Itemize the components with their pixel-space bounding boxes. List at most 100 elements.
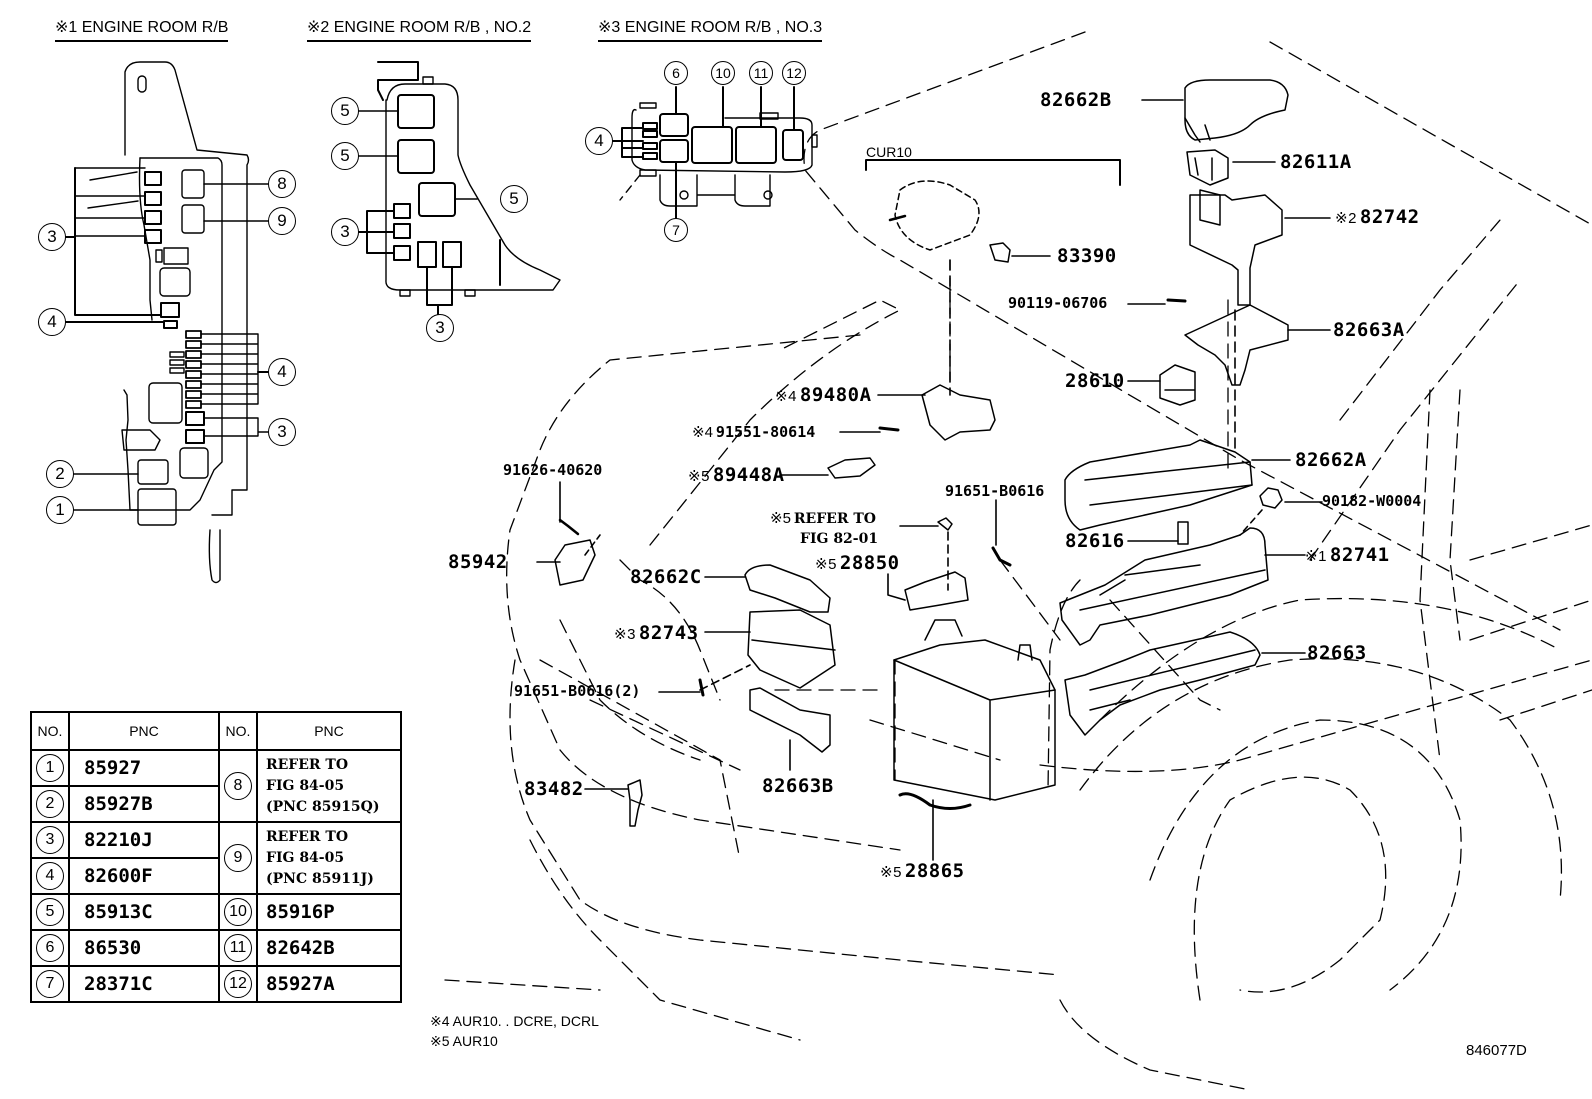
- part-label-28610[interactable]: 28610: [1065, 372, 1125, 391]
- item-number-circle: 4: [36, 862, 64, 890]
- callout-3[interactable]: 3: [38, 223, 66, 251]
- part-number: 83390: [1057, 245, 1117, 267]
- callout-4[interactable]: 4: [38, 308, 66, 336]
- column-header-pnc: PNC: [68, 711, 220, 751]
- part-label-91651-B0616-2[interactable]: 91651-B0616(2): [514, 684, 640, 699]
- part-number: 90119-06706: [1008, 294, 1108, 312]
- figure-id: 846077D: [1466, 1042, 1527, 1059]
- part-number: 82611A: [1280, 151, 1352, 173]
- part-number: 82662C: [630, 566, 702, 588]
- callout-5[interactable]: 5: [331, 97, 359, 125]
- pnc-cell-reference[interactable]: REFER TO FIG 84-05 (PNC 85915Q): [256, 749, 402, 823]
- reference-line: FIG 84-05: [266, 849, 345, 866]
- callout-12[interactable]: 12: [782, 61, 806, 85]
- table-row: 3 82210J 9 REFER TO FIG 84-05 (PNC 85911…: [30, 821, 402, 895]
- variant-note: ※4: [775, 388, 797, 405]
- part-label-82663B[interactable]: 82663B: [762, 777, 834, 796]
- callout-3[interactable]: 3: [268, 418, 296, 446]
- pnc-cell[interactable]: 86530: [68, 929, 220, 967]
- callout-4[interactable]: 4: [585, 127, 613, 155]
- table-row: 7 28371C 12 85927A: [30, 965, 402, 1003]
- item-number-circle: 12: [224, 970, 252, 998]
- part-label-91651-B0616[interactable]: 91651-B0616: [945, 484, 1044, 499]
- part-label-83390[interactable]: 83390: [1057, 247, 1117, 266]
- part-label-90182-W0004[interactable]: 90182-W0004: [1322, 494, 1421, 509]
- pnc-cell[interactable]: 28371C: [68, 965, 220, 1003]
- pnc-cell-reference[interactable]: REFER TO FIG 84-05 (PNC 85911J): [256, 821, 402, 895]
- callout-7[interactable]: 7: [664, 218, 688, 242]
- engine-room-rb3-drawing: [611, 86, 818, 219]
- callout-5[interactable]: 5: [331, 142, 359, 170]
- part-label-83482[interactable]: 83482: [524, 780, 584, 799]
- reference-line: (PNC 85915Q): [266, 798, 380, 815]
- part-label-82662B[interactable]: 82662B: [1040, 91, 1112, 110]
- item-number-circle: 5: [36, 898, 64, 926]
- refer-line-1: REFER TO: [793, 511, 876, 527]
- variant-note: ※2: [1335, 210, 1357, 227]
- part-number: 82741: [1329, 544, 1390, 566]
- reference-line: REFER TO: [266, 828, 349, 845]
- pnc-cell[interactable]: 85913C: [68, 893, 220, 931]
- rb1-section-title: ※1 ENGINE ROOM R/B: [55, 20, 229, 42]
- part-number: 82742: [1359, 206, 1420, 228]
- rb2-section-title: ※2 ENGINE ROOM R/B , NO.2: [307, 20, 532, 42]
- part-label-91626-40620[interactable]: 91626-40620: [503, 463, 602, 478]
- variant-label-cur10: CUR10: [866, 144, 912, 160]
- callout-8[interactable]: 8: [268, 170, 296, 198]
- callout-10[interactable]: 10: [711, 61, 735, 85]
- part-label-82616[interactable]: 82616: [1065, 532, 1125, 551]
- pnc-cell[interactable]: 82600F: [68, 857, 220, 895]
- table-row: 5 85913C 10 85916P: [30, 893, 402, 931]
- pnc-cell[interactable]: 82210J: [68, 821, 220, 859]
- callout-6[interactable]: 6: [664, 61, 688, 85]
- part-number: 82662A: [1295, 449, 1367, 471]
- part-label-82611A[interactable]: 82611A: [1280, 153, 1352, 172]
- item-number-circle: 7: [36, 970, 64, 998]
- engine-room-rb1-drawing: [61, 61, 269, 584]
- callout-9[interactable]: 9: [268, 207, 296, 235]
- reference-line: (PNC 85911J): [266, 870, 374, 887]
- part-label-82663[interactable]: 82663: [1307, 644, 1367, 663]
- part-number: 28610: [1065, 370, 1125, 392]
- table-row: 2 85927B: [30, 785, 401, 823]
- pnc-cell[interactable]: 85927B: [68, 785, 220, 823]
- column-header-no: NO.: [218, 711, 258, 751]
- callout-5[interactable]: 5: [500, 185, 528, 213]
- part-label-82662C[interactable]: 82662C: [630, 568, 702, 587]
- part-number: 89448A: [712, 464, 785, 486]
- part-label-82662A[interactable]: 82662A: [1295, 451, 1367, 470]
- part-number: 91651-B0616(2): [514, 682, 641, 700]
- part-label-85942[interactable]: 85942: [448, 553, 508, 572]
- part-label-90119-06706[interactable]: 90119-06706: [1008, 296, 1107, 311]
- item-number-circle: 2: [36, 790, 64, 818]
- pnc-cell[interactable]: 85916P: [256, 893, 402, 931]
- callout-3[interactable]: 3: [426, 314, 454, 342]
- pnc-cell[interactable]: 85927: [68, 749, 220, 787]
- variant-note: ※5: [688, 468, 710, 485]
- variant-note: ※5: [770, 510, 791, 527]
- part-label-82663A[interactable]: 82663A: [1333, 321, 1405, 340]
- footnote-4: ※4 AUR10. . DCRE, DCRL: [430, 1013, 599, 1029]
- callout-2[interactable]: 2: [46, 460, 74, 488]
- part-number: 82663: [1307, 642, 1367, 664]
- callout-1[interactable]: 1: [46, 496, 74, 524]
- callout-3[interactable]: 3: [331, 218, 359, 246]
- part-number: 82663A: [1333, 319, 1405, 341]
- pnc-cell[interactable]: 82642B: [256, 929, 402, 967]
- pnc-cell[interactable]: 85927A: [256, 965, 402, 1003]
- callout-11[interactable]: 11: [749, 61, 773, 85]
- column-header-no: NO.: [30, 711, 70, 751]
- callout-4[interactable]: 4: [268, 358, 296, 386]
- part-number: 91626-40620: [503, 461, 603, 479]
- table-row: 1 85927 8 REFER TO FIG 84-05 (PNC 85915Q…: [30, 749, 402, 823]
